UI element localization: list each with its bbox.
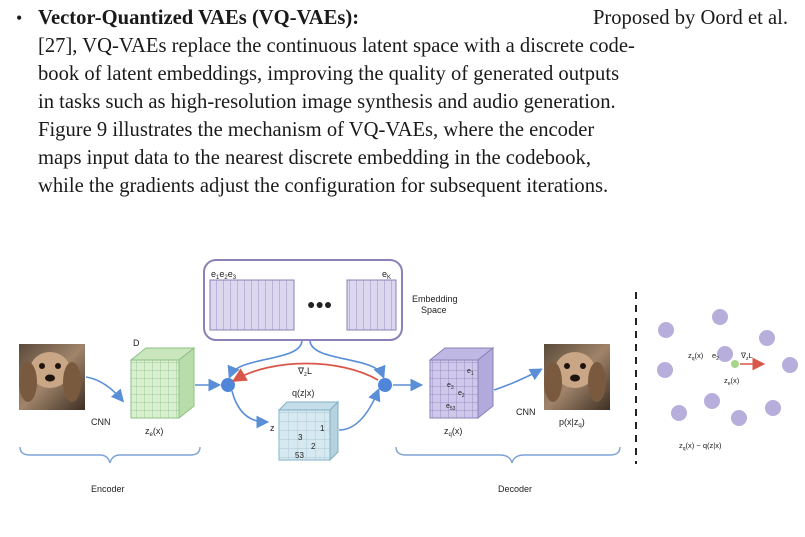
embedding-space-line2: Space	[421, 305, 447, 315]
paragraph-line-1-text: Proposed by Oord et al.	[592, 7, 788, 29]
grid-value-1: 1	[320, 424, 325, 433]
codebook-dots: ●●●	[307, 296, 332, 312]
paragraph-line-6: maps input data to the nearest discrete …	[16, 144, 788, 172]
paragraph-line-5-text: Figure 9 illustrates the mechanism of VQ…	[38, 119, 595, 141]
decoder-e2: e2	[458, 390, 465, 399]
paragraph-line-6-text: maps input data to the nearest discrete …	[38, 147, 592, 169]
codebook-e1: e1e2e3	[211, 269, 237, 281]
output-dog-image	[544, 344, 610, 410]
encoder-caption: Encoder	[91, 484, 125, 494]
input-to-encoder-arrow	[85, 376, 125, 403]
bullet: •	[16, 8, 23, 28]
grid-value-2: 2	[311, 442, 316, 451]
right-grad-label: ∇zL	[740, 351, 753, 362]
grid-value-3: 3	[298, 433, 303, 442]
paragraph-line-5: Figure 9 illustrates the mechanism of VQ…	[16, 116, 788, 144]
decoder-caption: Decoder	[498, 484, 532, 494]
codebook-to-left-arrow	[227, 340, 303, 379]
left-node	[221, 378, 235, 392]
pxz-label: p(x|zq)	[559, 417, 585, 429]
embedding-dots	[657, 309, 798, 426]
paragraph-line-2-text: [27], VQ-VAEs replace the continuous lat…	[38, 35, 635, 57]
codebook-ek: eK	[382, 269, 391, 281]
encoder-cube	[129, 346, 196, 420]
qzx-label: q(z|x)	[292, 388, 314, 398]
grid-value-53: 53	[295, 451, 304, 460]
encoder-brace	[19, 446, 201, 464]
right-zq-label: zq(x)	[688, 351, 704, 362]
zq-label: zq(x)	[444, 426, 462, 438]
paragraph-heading: Vector-Quantized VAEs (VQ-VAEs):	[38, 7, 360, 29]
paragraph-line-7: while the gradients adjust the configura…	[16, 172, 788, 200]
ze-point	[731, 360, 739, 368]
right-ze-label: ze(x)	[724, 376, 740, 387]
node-to-grid-arrow	[231, 390, 270, 429]
codebook-frame	[203, 259, 403, 341]
paragraph-line-7-text: while the gradients adjust the configura…	[38, 175, 609, 197]
ze-label: ze(x)	[145, 426, 163, 438]
paragraph-line-4-text: in tasks such as high-resolution image s…	[38, 91, 616, 113]
paragraph-line-3: book of latent embeddings, improving the…	[16, 60, 788, 88]
encoder-dim-label: D	[133, 338, 140, 348]
input-dog-image	[19, 344, 85, 410]
paragraph-line-1: Vector-Quantized VAEs (VQ-VAEs): Propose…	[16, 4, 788, 32]
paragraph-line-2: [27], VQ-VAEs replace the continuous lat…	[16, 32, 788, 60]
codebook-to-right-arrow	[309, 340, 386, 379]
vqvae-figure: ●●● e1e2e3 eK Embedding Space CNN D ze(x…	[19, 259, 798, 494]
right-node	[378, 378, 392, 392]
vqvae-paragraph: • Vector-Quantized VAEs (VQ-VAEs): Propo…	[16, 4, 788, 200]
cnn-right-label: CNN	[516, 407, 536, 417]
decoder-brace	[395, 446, 621, 464]
gradient-label: ∇zL	[297, 366, 312, 378]
cnn-left-label: CNN	[91, 417, 111, 427]
gradient-arrow	[231, 362, 379, 382]
z-label: z	[270, 423, 275, 433]
right-e2-label: e2	[712, 351, 719, 362]
decoder-cube	[428, 346, 495, 420]
decoder-e1: e1	[467, 368, 474, 377]
decoder-e3: e3	[447, 382, 454, 391]
qzx-grid	[277, 400, 340, 462]
right-bottom-label: zq(x) ~ q(z|x)	[679, 441, 722, 452]
paragraph-line-3-text: book of latent embeddings, improving the…	[38, 63, 620, 85]
embedding-space-line1: Embedding	[412, 294, 458, 304]
paragraph-line-4: in tasks such as high-resolution image s…	[16, 88, 788, 116]
decoder-e53: e53	[446, 403, 456, 412]
decoder-to-output-arrow	[493, 368, 543, 391]
grid-to-node-arrow	[338, 388, 381, 431]
